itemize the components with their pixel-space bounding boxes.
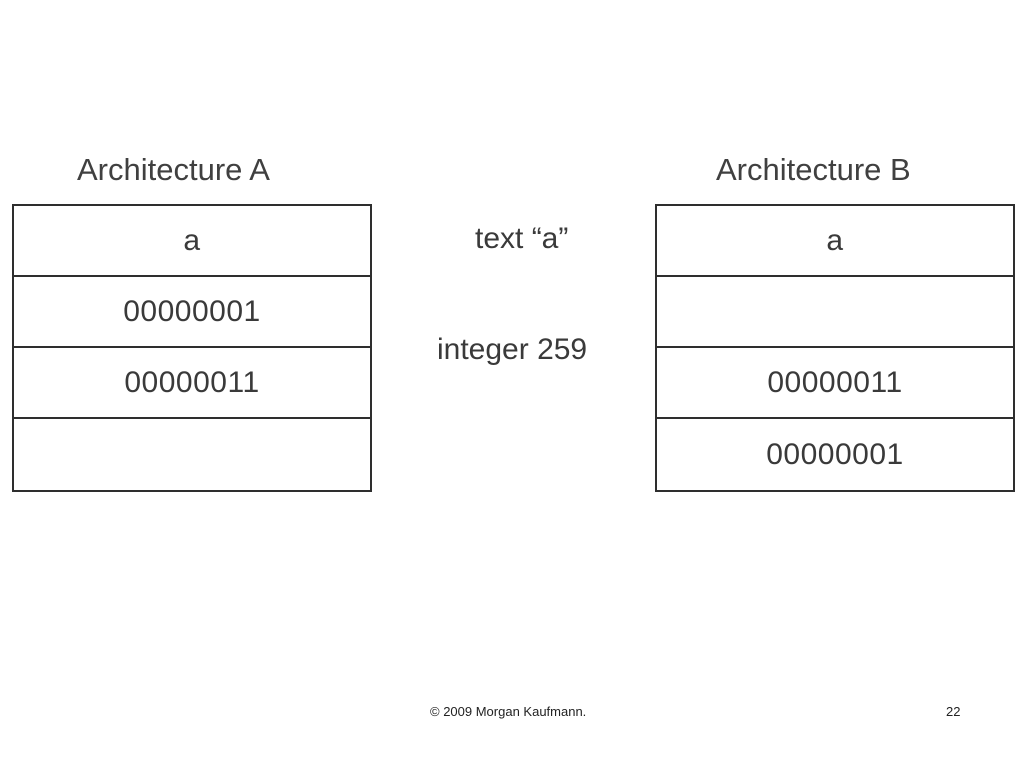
memory-cell-b-3: 00000001 (766, 437, 904, 471)
architecture-b-memory-table: a 00000011 00000001 (655, 204, 1015, 492)
memory-cell-a-0: a (14, 206, 370, 277)
memory-cell-b-2: 00000011 (657, 348, 1013, 419)
memory-cell-b-0: a (657, 206, 1013, 277)
architecture-a-title: Architecture A (77, 152, 270, 187)
memory-cell-a-1: 00000001 (14, 277, 370, 348)
page-number: 22 (946, 704, 961, 719)
architecture-b-title: Architecture B (716, 152, 911, 187)
integer-label: integer 259 (437, 333, 588, 366)
copyright-notice: © 2009 Morgan Kaufmann. (430, 704, 587, 719)
architecture-a-memory-table: a 00000001 00000011 (12, 204, 372, 492)
memory-cell-a-2: 00000011 (14, 348, 370, 419)
text-label: text “a” (475, 222, 569, 255)
memory-cell-a-3 (14, 419, 370, 490)
memory-cell-b-1 (657, 277, 1013, 348)
